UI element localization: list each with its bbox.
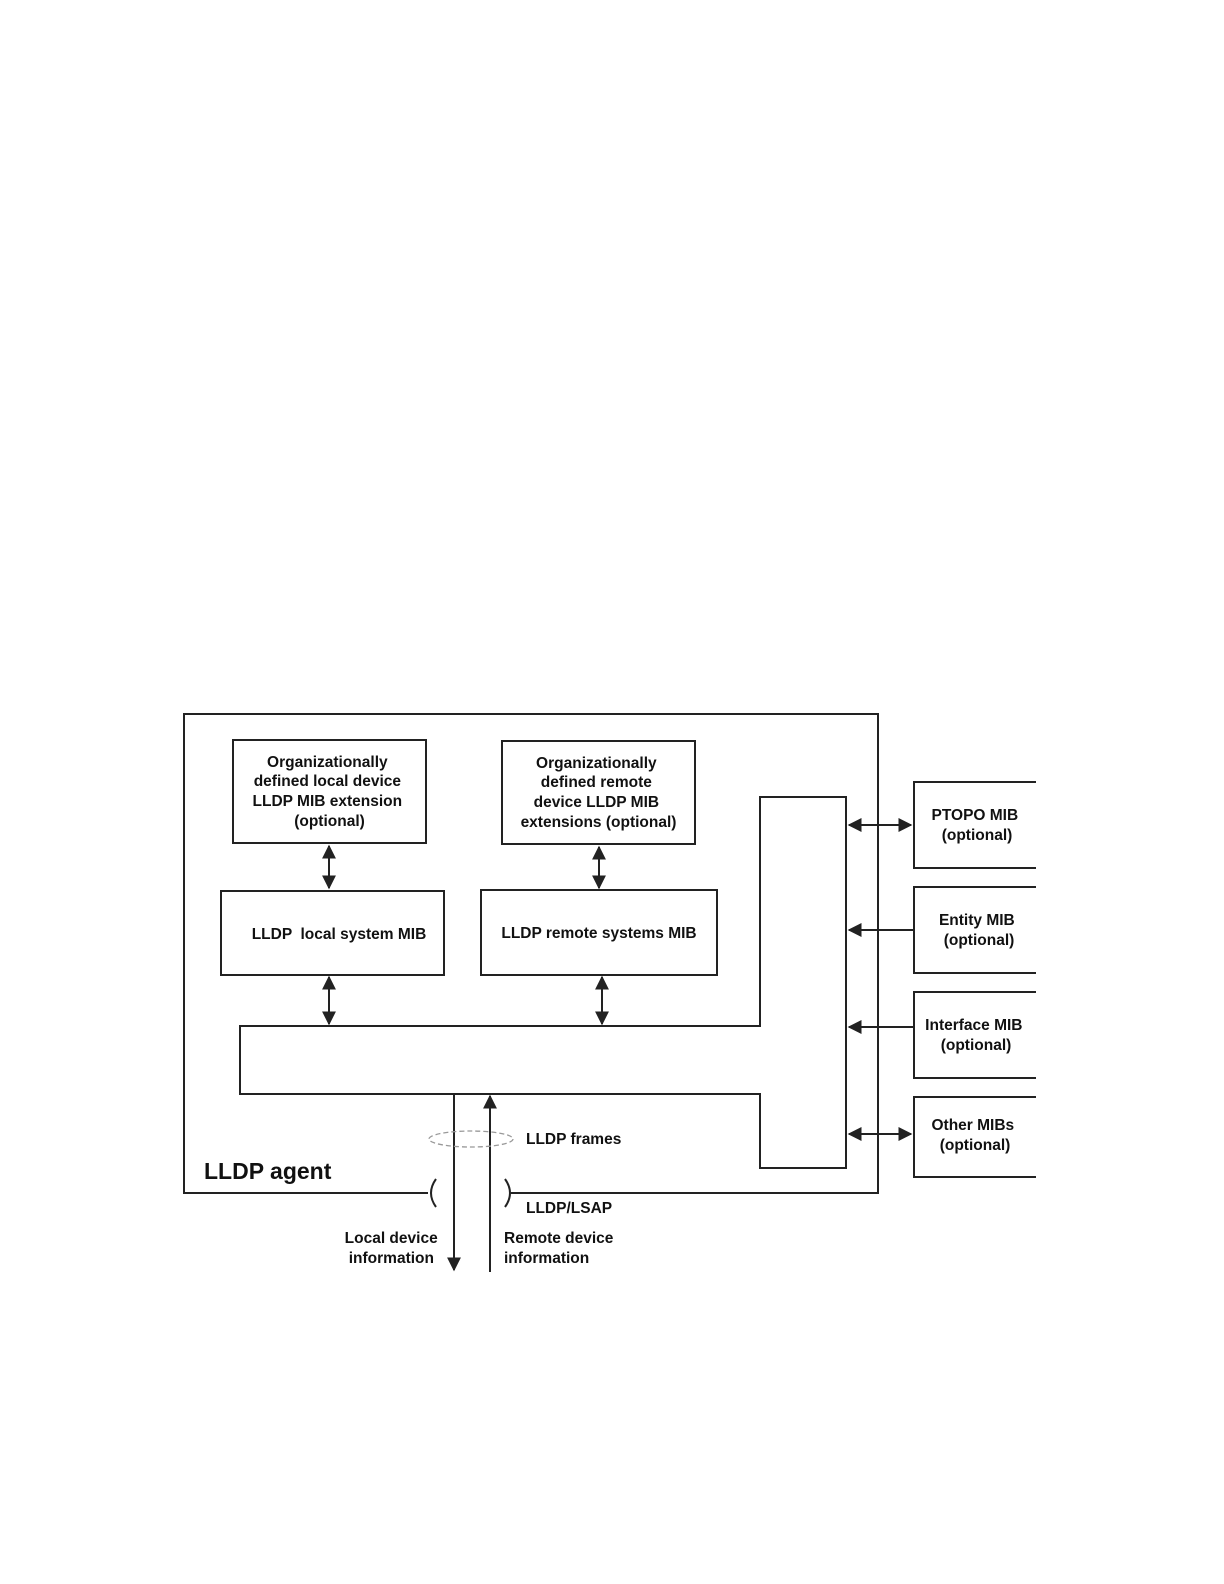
other-mibs-box: Other MIBs (optional) bbox=[913, 1096, 1036, 1178]
lldp-frames-label: LLDP frames bbox=[526, 1131, 621, 1148]
lsap-right-bracket bbox=[504, 1178, 511, 1208]
local-system-mib-box: LLDP local system MIB bbox=[220, 890, 445, 976]
org-remote-line-1: Organizationally bbox=[536, 755, 657, 772]
ptopo-mib-box: PTOPO MIB (optional) bbox=[913, 781, 1036, 869]
entity-mib-line-1: Entity MIB bbox=[939, 912, 1015, 929]
org-local-line-4: (optional) bbox=[294, 813, 365, 830]
org-remote-extension-box: Organizationally defined remote device L… bbox=[501, 740, 696, 845]
org-local-line-2: defined local device bbox=[254, 773, 402, 790]
org-local-line-3: LLDP MIB extension bbox=[253, 793, 403, 810]
org-local-extension-box: Organizationally defined local device LL… bbox=[232, 739, 427, 844]
svg-text:Remote device information: Remote device information bbox=[504, 1230, 618, 1267]
org-remote-line-3: device LLDP MIB bbox=[534, 794, 659, 811]
interface-mib-line-2: (optional) bbox=[941, 1037, 1012, 1054]
ptopo-mib-line-2: (optional) bbox=[942, 827, 1013, 844]
svg-text:Other MIBs (optional): Other MIBs (optional) bbox=[932, 1117, 1019, 1154]
local-device-info-line-1: Local device bbox=[345, 1230, 438, 1247]
interface-mib-line-1: Interface MIB bbox=[925, 1017, 1022, 1034]
svg-text:Local device information: Local device information bbox=[345, 1230, 442, 1267]
org-remote-line-2: defined remote bbox=[541, 774, 652, 791]
local-device-info-line-2: information bbox=[349, 1250, 434, 1267]
remote-device-info-line-2: information bbox=[504, 1250, 589, 1267]
lldp-lsap-label: LLDP/LSAP bbox=[526, 1200, 612, 1217]
other-mibs-line-2: (optional) bbox=[940, 1137, 1011, 1154]
entity-mib-line-2: (optional) bbox=[944, 932, 1015, 949]
remote-device-info-line-1: Remote device bbox=[504, 1230, 614, 1247]
lsap-left-bracket bbox=[430, 1178, 437, 1208]
ptopo-mib-line-1: PTOPO MIB bbox=[931, 807, 1018, 824]
lldp-agent-frame bbox=[183, 713, 879, 1194]
svg-text:Organizationally defined: Organizationally defined remote device L… bbox=[521, 755, 677, 831]
other-mibs-line-1: Other MIBs bbox=[932, 1117, 1015, 1134]
lldp-frames-ellipse bbox=[428, 1130, 514, 1148]
svg-text:Interface MIB (optional): Interface MIB (optional) bbox=[925, 1017, 1027, 1054]
remote-systems-mib-label: LLDP remote systems MIB bbox=[501, 925, 696, 942]
entity-mib-box: Entity MIB (optional) bbox=[913, 886, 1036, 974]
svg-text:Organizationally defined: Organizationally defined local device LL… bbox=[253, 754, 407, 830]
org-remote-line-4: extensions (optional) bbox=[521, 814, 677, 831]
lldp-agent-label: LLDP agent bbox=[204, 1158, 332, 1184]
interface-mib-box: Interface MIB (optional) bbox=[913, 991, 1036, 1079]
mib-interface-bus bbox=[239, 796, 847, 1169]
svg-text:PTOPO MIB (optional): PTOPO MIB (optional) bbox=[931, 807, 1022, 844]
local-system-mib-label: LLDP local system MIB bbox=[252, 926, 427, 943]
org-local-line-1: Organizationally bbox=[267, 754, 388, 771]
svg-text:Entity MIB (optional): Entity MIB (optional) bbox=[939, 912, 1019, 949]
remote-systems-mib-box: LLDP remote systems MIB bbox=[480, 889, 718, 976]
